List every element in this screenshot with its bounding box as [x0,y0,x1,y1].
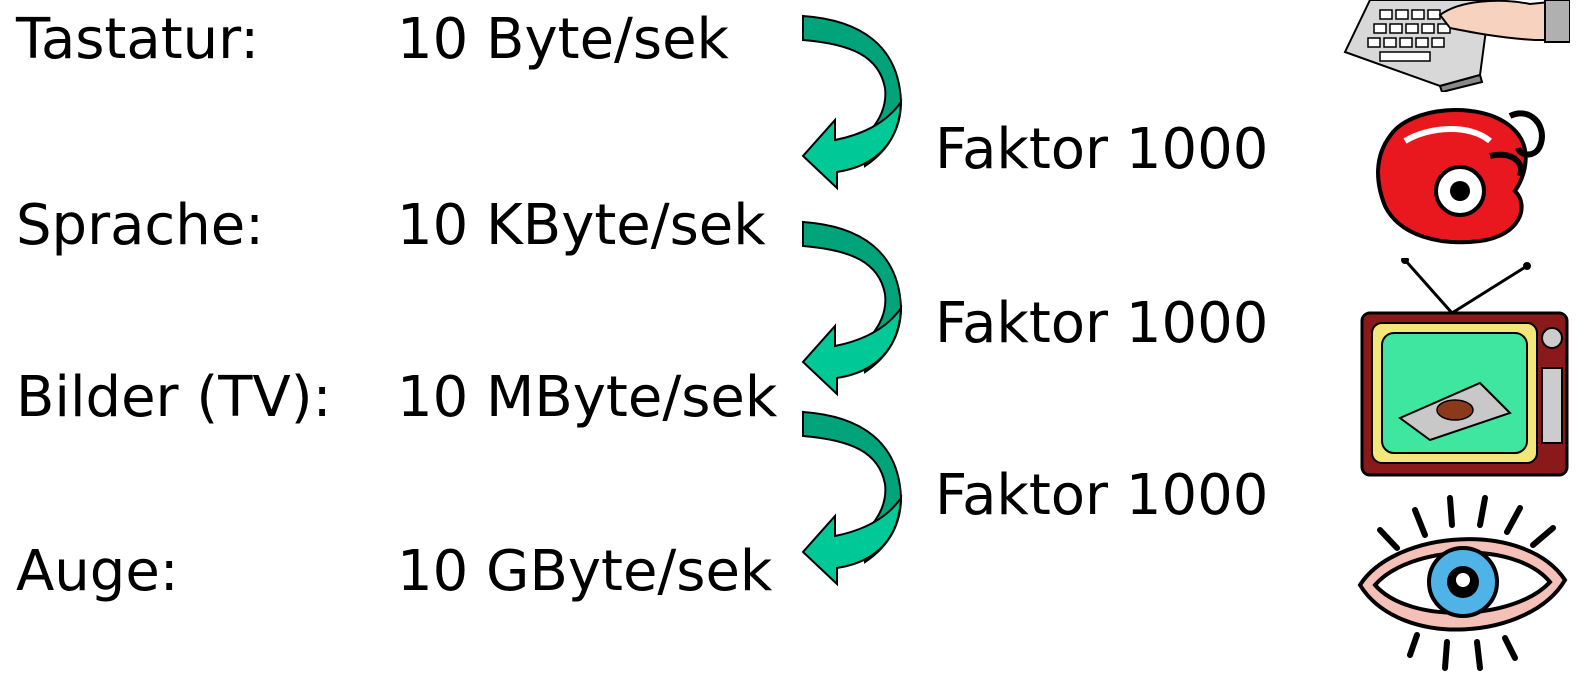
television-icon [1360,258,1569,477]
row-label-sprache: Sprache: [16,193,265,258]
row-label-tastatur: Tastatur: [16,7,260,72]
factor-label-1: Faktor 1000 [935,117,1269,182]
factor-label-2: Faktor 1000 [935,291,1269,356]
arrow-tv-to-eye [802,411,902,585]
row-label-auge: Auge: [16,539,179,604]
rate-kbyte: 10 KByte/sek [397,193,766,258]
rate-gbyte: 10 GByte/sek [397,539,773,604]
telephone-icon [1376,108,1545,245]
factor-label-3: Faktor 1000 [935,463,1269,528]
eye-icon [1357,495,1568,671]
rate-mbyte: 10 MByte/sek [397,365,778,430]
row-label-bilder: Bilder (TV): [16,365,332,430]
arrow-keyboard-to-speech [802,15,902,189]
rate-byte: 10 Byte/sek [397,7,729,72]
arrow-speech-to-tv [802,221,902,395]
keyboard-icon [1343,0,1570,92]
